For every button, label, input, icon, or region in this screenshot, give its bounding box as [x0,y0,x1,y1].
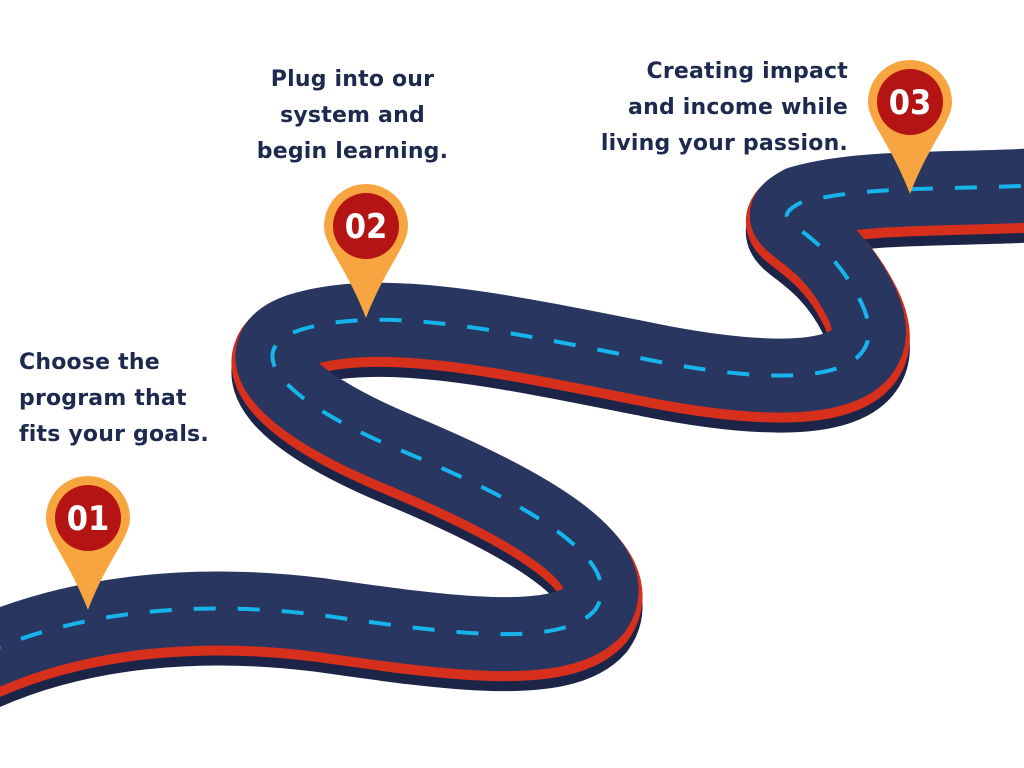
step-number: 03 [889,83,932,123]
description-line: fits your goals. [19,422,209,447]
step-03-pin: 03 [868,60,952,194]
pin-center [55,485,121,551]
description-line: living your passion. [600,131,848,156]
step-number: 02 [345,207,388,247]
pin-center [333,193,399,259]
description-line: begin learning. [256,139,449,164]
step-02-pin: 02 [324,184,408,318]
step-02-description: Plug into our system and begin learning. [230,62,475,170]
pin-center [877,69,943,135]
description-line: Creating impact [646,59,848,84]
description-line: program that [19,386,187,411]
description-line: Choose the [19,350,160,375]
road-surface [0,148,1024,687]
description-line: and income while [628,95,848,120]
road [0,148,1024,708]
description-line: system and [280,103,425,128]
step-number: 01 [67,499,110,539]
description-line: Plug into our [270,67,435,92]
step-01-description: Choose the program that fits your goals. [19,345,279,453]
step-03-description: Creating impact and income while living … [560,54,848,162]
step-01-pin: 01 [46,476,130,610]
